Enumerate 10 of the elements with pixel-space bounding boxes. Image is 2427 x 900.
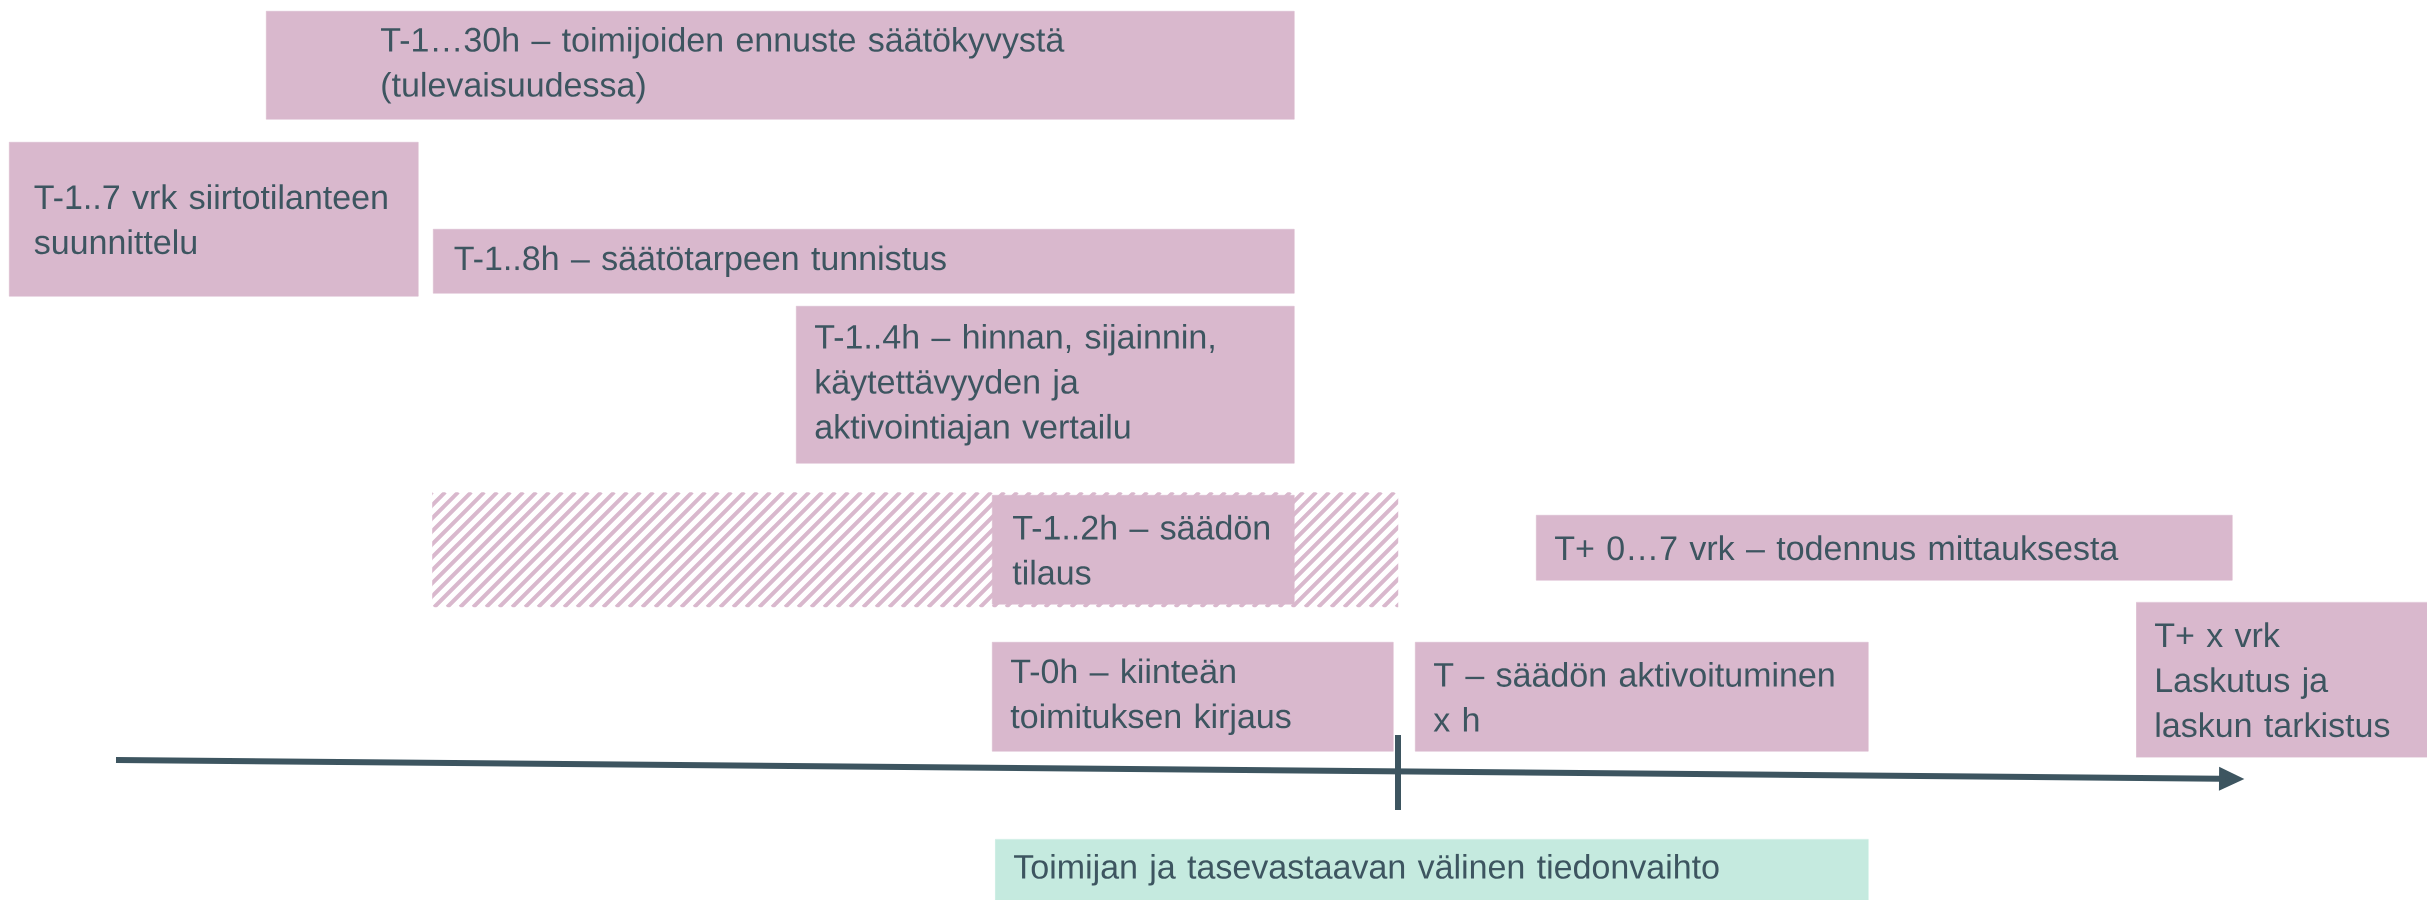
info-box: Toimijan ja tasevastaavan välinen tiedonvaihto bbox=[995, 839, 1869, 900]
phase-box: T-1..4h – hinnan, sijainnin, käytettävyyden ja aktivointiajan vertailu bbox=[796, 306, 1295, 464]
phase-box: T – säädön aktivoituminen x h bbox=[1415, 642, 1869, 752]
phase-box: T-1..2h – säädön tilaus bbox=[992, 495, 1295, 605]
phase-box: T-1…30h – toimijoiden ennuste säätökyvystä (tulevaisuudessa) bbox=[266, 11, 1295, 120]
phase-box: T+ x vrk Laskutus ja laskun tarkistus bbox=[2136, 602, 2427, 758]
phase-box: T+ 0…7 vrk – todennus mittauksesta bbox=[1536, 515, 2233, 581]
phase-box: T-0h – kiinteän toimituksen kirjaus bbox=[992, 642, 1394, 752]
phase-box: T-1..7 vrk siirtotilanteen suunnittelu bbox=[9, 142, 419, 297]
phase-box: T-1..8h – säätötarpeen tunnistus bbox=[433, 229, 1295, 294]
